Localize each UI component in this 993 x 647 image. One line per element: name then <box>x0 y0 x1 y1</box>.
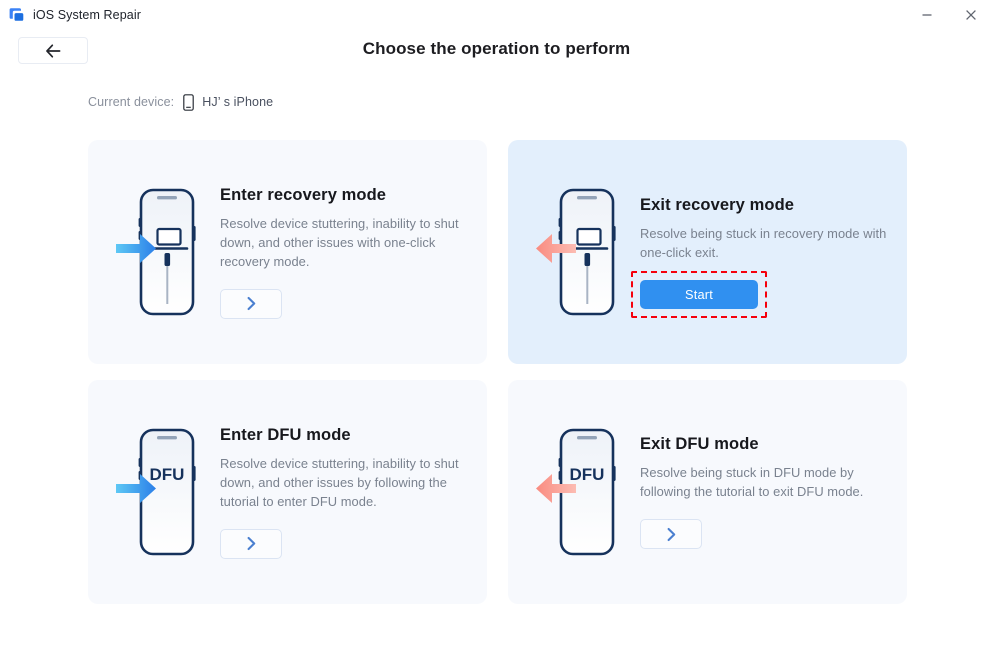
card-body: Enter DFU mode Resolve device stuttering… <box>210 426 487 559</box>
card-body: Exit DFU mode Resolve being stuck in DFU… <box>630 435 907 549</box>
exit-dfu-mode-button[interactable] <box>640 519 702 549</box>
start-button[interactable]: Start <box>640 279 758 309</box>
page-title: Choose the operation to perform <box>362 39 631 58</box>
card-action <box>220 528 282 559</box>
window-controls <box>905 0 993 29</box>
enter-recovery-mode-button[interactable] <box>220 288 282 319</box>
back-button[interactable] <box>18 37 88 64</box>
operation-card-grid: Enter recovery mode Resolve device stutt… <box>88 140 907 604</box>
chevron-right-icon <box>247 296 255 311</box>
minimize-button[interactable] <box>905 0 949 29</box>
close-icon <box>966 9 976 20</box>
current-device-label: Current device: <box>88 95 175 109</box>
card-title: Exit DFU mode <box>640 435 759 453</box>
current-device-row: Current device: HJ’ s iPhone <box>88 92 993 112</box>
close-button[interactable] <box>949 0 993 29</box>
card-exit-recovery-mode[interactable]: Exit recovery mode Resolve being stuck i… <box>508 140 907 364</box>
app-logo-icon <box>9 7 24 22</box>
card-enter-recovery-mode[interactable]: Enter recovery mode Resolve device stutt… <box>88 140 487 364</box>
title-bar: iOS System Repair <box>0 0 993 29</box>
app-title: iOS System Repair <box>33 7 141 22</box>
phone-dfu-arrow-right-illustration: DFU <box>112 422 210 562</box>
chevron-right-icon <box>667 527 675 541</box>
phone-cable-arrow-right-illustration <box>112 182 210 322</box>
card-title: Enter DFU mode <box>220 425 351 444</box>
phone-cable-arrow-left-illustration <box>532 182 630 322</box>
card-title: Exit recovery mode <box>640 195 795 214</box>
card-body: Exit recovery mode Resolve being stuck i… <box>630 195 907 318</box>
card-description: Resolve device stuttering, inability to … <box>220 455 459 509</box>
phone-icon <box>183 93 195 111</box>
card-action <box>220 288 282 319</box>
dfu-screen-label: DFU <box>150 465 185 484</box>
card-enter-dfu-mode[interactable]: DFU Enter DFU mode Resolve device stutte… <box>88 380 487 604</box>
enter-dfu-mode-button[interactable] <box>220 528 282 559</box>
card-action <box>640 519 702 549</box>
dfu-screen-label: DFU <box>570 465 605 484</box>
arrow-left-icon <box>45 43 60 58</box>
minimize-icon <box>922 13 932 16</box>
card-exit-dfu-mode[interactable]: DFU Exit DFU mode Resolve being stuck in… <box>508 380 907 604</box>
phone-dfu-arrow-left-illustration: DFU <box>532 422 630 562</box>
card-action: Start <box>631 270 767 318</box>
chevron-right-icon <box>247 536 255 551</box>
card-description: Resolve being stuck in recovery mode wit… <box>640 225 887 260</box>
card-description: Resolve being stuck in DFU mode by follo… <box>640 465 864 499</box>
card-title: Enter recovery mode <box>220 185 387 204</box>
card-description: Resolve device stuttering, inability to … <box>220 215 459 269</box>
header-row: Choose the operation to perform <box>0 29 993 75</box>
card-body: Enter recovery mode Resolve device stutt… <box>210 186 487 319</box>
current-device-name: HJ’ s iPhone <box>202 95 274 109</box>
